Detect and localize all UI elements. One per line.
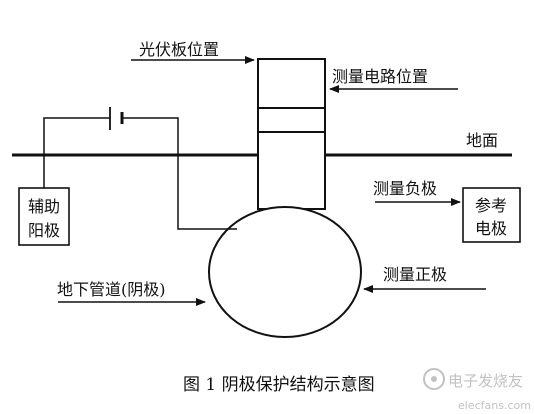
reference-electrode-label-1: 参考	[475, 196, 507, 215]
watermark: 电子发烧友 elecfans.com	[423, 368, 531, 412]
auxiliary-anode-label-2: 阳极	[28, 221, 60, 240]
figure-caption: 图 1 阴极保护结构示意图	[183, 375, 375, 395]
pipeline-ellipse	[208, 206, 362, 338]
watermark-logo-dot	[431, 376, 437, 382]
watermark-domain: elecfans.com	[458, 399, 531, 412]
pipeline-label: 地下管道(阴极)	[57, 280, 166, 299]
watermark-logo-icon	[423, 368, 445, 390]
pv-position-label: 光伏板位置	[139, 40, 219, 59]
measure-negative-label: 测量负极	[373, 179, 437, 198]
watermark-text: 电子发烧友	[448, 372, 523, 390]
anode-wire	[43, 117, 110, 188]
pv-column	[257, 58, 326, 210]
reference-electrode-label-2: 电极	[475, 219, 507, 238]
ground-label: 地面	[466, 131, 498, 150]
measurement-circuit-label: 测量电路位置	[332, 67, 428, 86]
auxiliary-anode-label-1: 辅助	[28, 197, 60, 216]
reference-electrode-box	[462, 187, 521, 243]
auxiliary-anode-box	[18, 187, 70, 246]
measure-positive-label: 测量正极	[383, 265, 447, 284]
battery-pipe-wire	[122, 117, 237, 230]
